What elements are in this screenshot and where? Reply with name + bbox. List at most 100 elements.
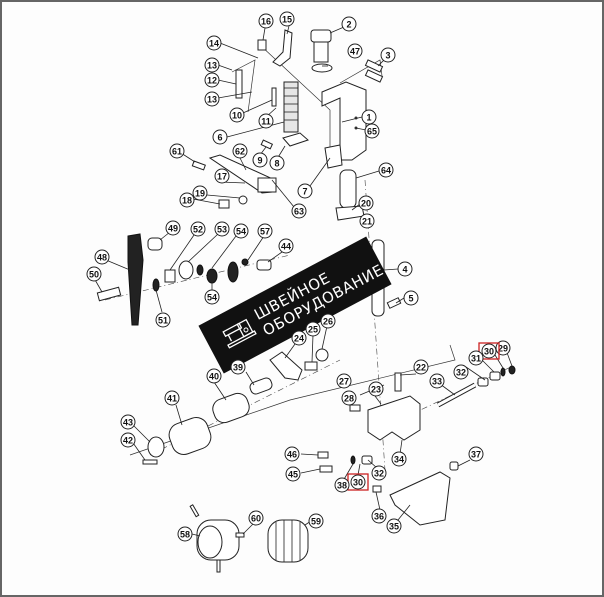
callout-14: 14 (206, 35, 222, 51)
part-42-screws (142, 459, 158, 465)
callout-32: 32 (453, 364, 469, 380)
callout-label: 21 (362, 217, 372, 227)
callout-20: 20 (358, 195, 374, 211)
part-32-collar (477, 377, 489, 387)
part-19-washer (238, 195, 248, 205)
callout-label: 20 (361, 199, 371, 209)
part-37-screw (449, 461, 459, 471)
callout-label: 43 (123, 418, 133, 428)
callout-label: 4 (402, 265, 407, 275)
callout-6: 6 (212, 129, 228, 145)
callout-circle (308, 513, 324, 529)
leader-5 (395, 297, 405, 304)
callout-circle (368, 381, 384, 397)
bracket-3 (339, 59, 383, 84)
sewing-machine-wheel (243, 327, 249, 333)
callout-19: 19 (192, 185, 208, 201)
callout-circle (257, 223, 273, 239)
leader-65 (355, 127, 367, 131)
leader-1 (341, 116, 363, 123)
callout-circle (232, 143, 248, 159)
callout-label: 33 (432, 377, 442, 387)
callout-31: 31 (468, 350, 484, 366)
callout-13: 13 (204, 91, 220, 107)
leader-43 (131, 423, 151, 443)
leader-30b (357, 463, 361, 476)
callout-23: 23 (368, 381, 384, 397)
callout-circle (248, 510, 264, 526)
leader-20 (351, 203, 361, 211)
leader-14 (219, 42, 259, 59)
callout-circle (403, 290, 419, 306)
callout-circle (233, 223, 249, 239)
callout-3: 3 (380, 47, 396, 63)
callout-16: 16 (258, 13, 274, 29)
part-40-bushing (212, 392, 250, 424)
callout-label: 2 (346, 20, 351, 30)
leader-26 (321, 325, 328, 350)
callout-circle (179, 192, 195, 208)
callout-label: 57 (260, 227, 270, 237)
part-22-pin (394, 372, 402, 392)
part-54-ring (196, 264, 204, 276)
leader-19 (206, 194, 241, 199)
callout-65: 65 (364, 123, 380, 139)
callout-8: 8 (269, 155, 285, 171)
callout-12: 12 (204, 72, 220, 88)
leader-64 (355, 170, 380, 179)
part-36-screw (372, 485, 382, 493)
callout-43: 43 (120, 414, 136, 430)
callout-label: 11 (261, 117, 271, 127)
leader-62 (239, 157, 247, 171)
callout-circle (468, 350, 484, 366)
callout-45: 45 (285, 466, 301, 482)
part-7-block (324, 144, 343, 169)
callout-label: 39 (233, 363, 243, 373)
callout-circle (297, 183, 313, 199)
callout-circle (252, 152, 268, 168)
leader-37 (457, 459, 471, 467)
sewing-machine-needle (227, 334, 233, 342)
leader-39 (245, 371, 255, 386)
leader-40 (213, 381, 227, 401)
callout-label: 45 (288, 470, 298, 480)
callout-32: 32 (371, 465, 387, 481)
callout-circle (192, 185, 208, 201)
bracket-12-13 (231, 59, 256, 113)
leader-13a (217, 64, 233, 71)
spring-body (283, 81, 299, 133)
callout-circle (269, 155, 285, 171)
callout-34: 34 (391, 451, 407, 467)
callout-58: 58 (177, 526, 193, 542)
callout-50: 50 (86, 266, 102, 282)
callout-label: 24 (294, 334, 304, 344)
callout-circle (371, 465, 387, 481)
part-1-body (321, 81, 367, 161)
callout-label: 26 (323, 317, 333, 327)
leader-51 (155, 289, 163, 313)
bracket-lower (129, 344, 456, 456)
callout-label: 12 (207, 76, 217, 86)
leader-4 (383, 268, 399, 271)
leader-16 (262, 27, 266, 41)
callout-label: 54 (207, 293, 217, 303)
leader-57 (247, 235, 265, 261)
callout-circle (165, 220, 181, 236)
callout-label: 27 (339, 377, 349, 387)
part-17-hub (257, 177, 277, 193)
callout-circle (413, 359, 429, 375)
callout-53: 53 (214, 221, 230, 237)
leader-63 (271, 179, 295, 208)
callout-22: 22 (413, 359, 429, 375)
callout-41: 41 (164, 390, 180, 406)
part-33-shaft-inner (437, 383, 476, 407)
callout-label: 62 (235, 147, 245, 157)
part-35-plate (389, 471, 451, 526)
callout-21: 21 (359, 213, 375, 229)
callout-44: 44 (278, 238, 294, 254)
callout-label: 7 (302, 187, 307, 197)
highlight-box (478, 342, 500, 360)
sewing-machine-pillar (236, 318, 254, 338)
leader-lines (93, 25, 513, 537)
part-15-lever (272, 29, 293, 67)
